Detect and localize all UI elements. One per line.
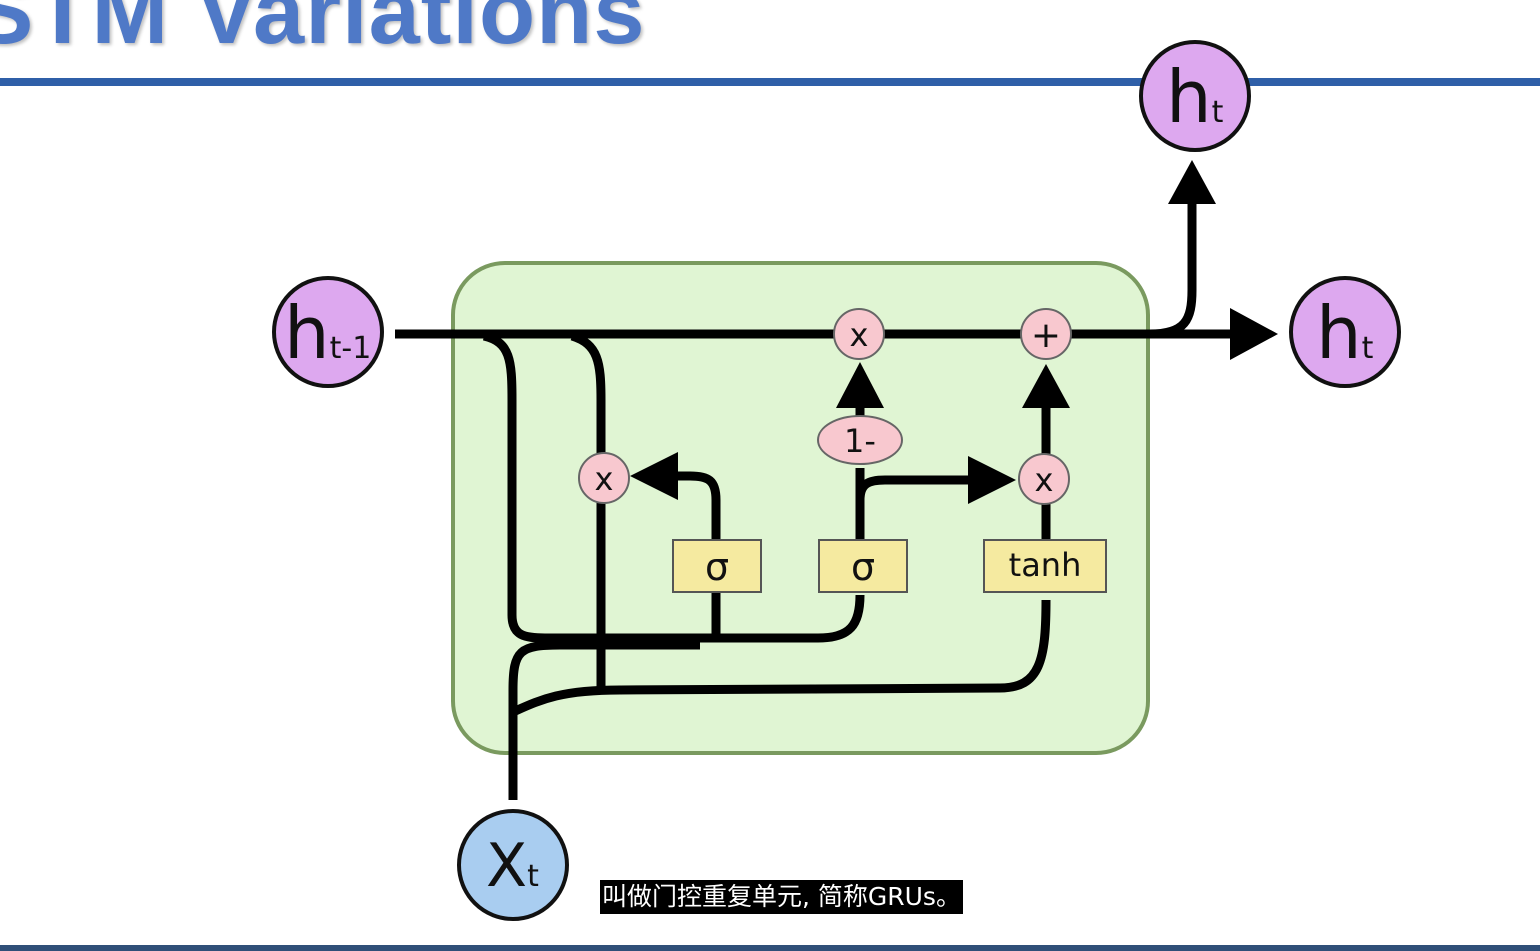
- bottom-bar: [0, 945, 1540, 951]
- h-out-top-main: h: [1166, 55, 1212, 139]
- candidate-multiply-node: x: [1018, 453, 1070, 505]
- one-minus-label: 1-: [844, 422, 876, 460]
- x-input-main: X: [486, 831, 527, 901]
- hidden-state-arrowhead: [1230, 308, 1278, 360]
- x-input-sub: t: [527, 859, 539, 894]
- update-gate-right-line: [855, 475, 970, 520]
- candidate-arrowhead: [1022, 364, 1070, 408]
- video-subtitle: 叫做门控重复单元, 简称GRUs。: [600, 880, 963, 914]
- top-add-node: +: [1020, 308, 1072, 360]
- gru-cell-box: [451, 261, 1150, 755]
- title-rule: [0, 78, 1540, 86]
- svg-text:Xt: Xt: [486, 831, 539, 901]
- h-prev-main: h: [284, 291, 330, 375]
- h-prev-branch-outer: [482, 331, 865, 643]
- svg-text:ht: ht: [1166, 55, 1224, 139]
- output-branch-arrowhead: [1168, 160, 1216, 204]
- one-minus-arrowhead: [836, 362, 884, 408]
- xt-input-line: [508, 640, 700, 800]
- candidate-multiply-label: x: [1035, 461, 1054, 499]
- reset-gate-arrowhead: [630, 452, 678, 500]
- candidate-gate-label: tanh: [1009, 546, 1082, 584]
- reset-gate-line: [675, 471, 721, 640]
- h-out-right-main: h: [1316, 291, 1362, 375]
- h-out-top-node: ht: [1139, 40, 1251, 152]
- slide-title: STM Variations: [0, 0, 646, 63]
- one-minus-node: 1-: [817, 415, 903, 465]
- svg-text:ht: ht: [1316, 291, 1374, 375]
- update-gate-label: σ: [851, 545, 875, 589]
- top-multiply-label: x: [850, 316, 869, 354]
- svg-text:ht-1: ht-1: [284, 291, 371, 375]
- h-out-top-sub: t: [1212, 95, 1224, 130]
- h-out-right-sub: t: [1362, 331, 1374, 366]
- reset-gate-box: σ: [672, 539, 762, 593]
- update-gate-box: σ: [818, 539, 908, 593]
- xt-candidate-line: [511, 599, 1051, 717]
- reset-multiply-node: x: [578, 452, 630, 504]
- update-gate-right-arrowhead: [968, 456, 1016, 504]
- h-out-right-node: ht: [1289, 276, 1401, 388]
- reset-multiply-label: x: [595, 460, 614, 498]
- h-prev-node: ht-1: [272, 276, 384, 388]
- top-add-label: +: [1031, 315, 1061, 356]
- x-input-node: Xt: [457, 809, 569, 921]
- candidate-gate-box: tanh: [983, 539, 1107, 593]
- h-prev-sub: t-1: [330, 331, 372, 366]
- h-prev-branch-inner: [570, 331, 606, 690]
- reset-gate-label: σ: [705, 545, 729, 589]
- output-branch-line: [1149, 200, 1197, 339]
- top-multiply-node: x: [833, 308, 885, 360]
